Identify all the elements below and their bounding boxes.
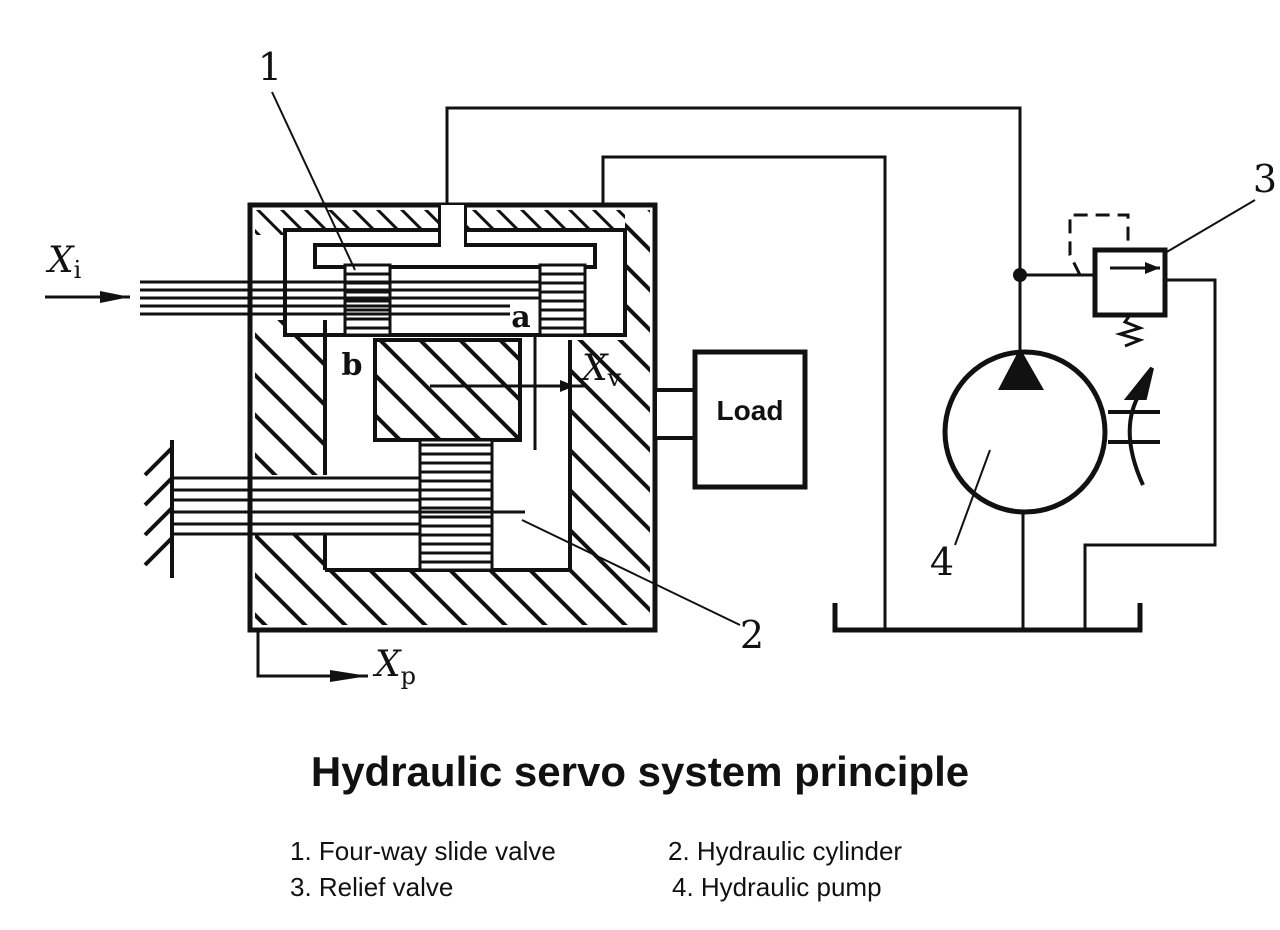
xp-arrow xyxy=(256,632,368,682)
servo-body xyxy=(140,202,658,633)
ground-hatch xyxy=(143,440,174,578)
piston-rod xyxy=(170,476,525,536)
label-xp: Xp xyxy=(372,644,416,690)
label-3: 3 xyxy=(1253,157,1277,201)
hydraulic-servo-diagram: Load xyxy=(45,45,1277,690)
legend-item-1: 1. Four-way slide valve xyxy=(290,836,556,866)
pump-shaft xyxy=(1108,366,1160,486)
label-4: 4 xyxy=(930,540,954,584)
xi-arrow xyxy=(45,291,130,303)
bottom-wall xyxy=(255,535,570,625)
pipework xyxy=(445,106,1217,633)
left-wall xyxy=(255,320,325,475)
legend-item-4: 4. Hydraulic pump xyxy=(672,872,882,902)
leader-lines xyxy=(271,91,1256,626)
label-a: a xyxy=(511,300,530,335)
load-block: Load xyxy=(653,349,808,490)
junction-dot xyxy=(1013,268,1027,282)
label-1: 1 xyxy=(258,45,282,89)
diagram-title: Hydraulic servo system principle xyxy=(310,748,970,795)
valve-rod xyxy=(140,280,540,316)
right-wall xyxy=(570,210,650,625)
pump-direction-triangle xyxy=(998,348,1044,390)
legend-item-3: 3. Relief valve xyxy=(290,872,454,902)
valve-land-left xyxy=(343,263,392,337)
valve-land-right xyxy=(538,263,587,337)
relief-valve xyxy=(1068,213,1168,348)
legend-item-2: 2. Hydraulic cylinder xyxy=(668,836,903,866)
xv-arrow xyxy=(430,380,585,392)
hydraulic-pump xyxy=(942,348,1160,515)
label-b: b xyxy=(342,348,363,383)
label-xi: Xi xyxy=(45,240,82,284)
label-2: 2 xyxy=(740,613,764,657)
cylinder-piston xyxy=(418,438,494,572)
label-xv: Xv xyxy=(579,348,622,392)
load-label: Load xyxy=(717,395,784,426)
piston-head xyxy=(373,338,522,442)
relief-spring xyxy=(1114,314,1145,348)
